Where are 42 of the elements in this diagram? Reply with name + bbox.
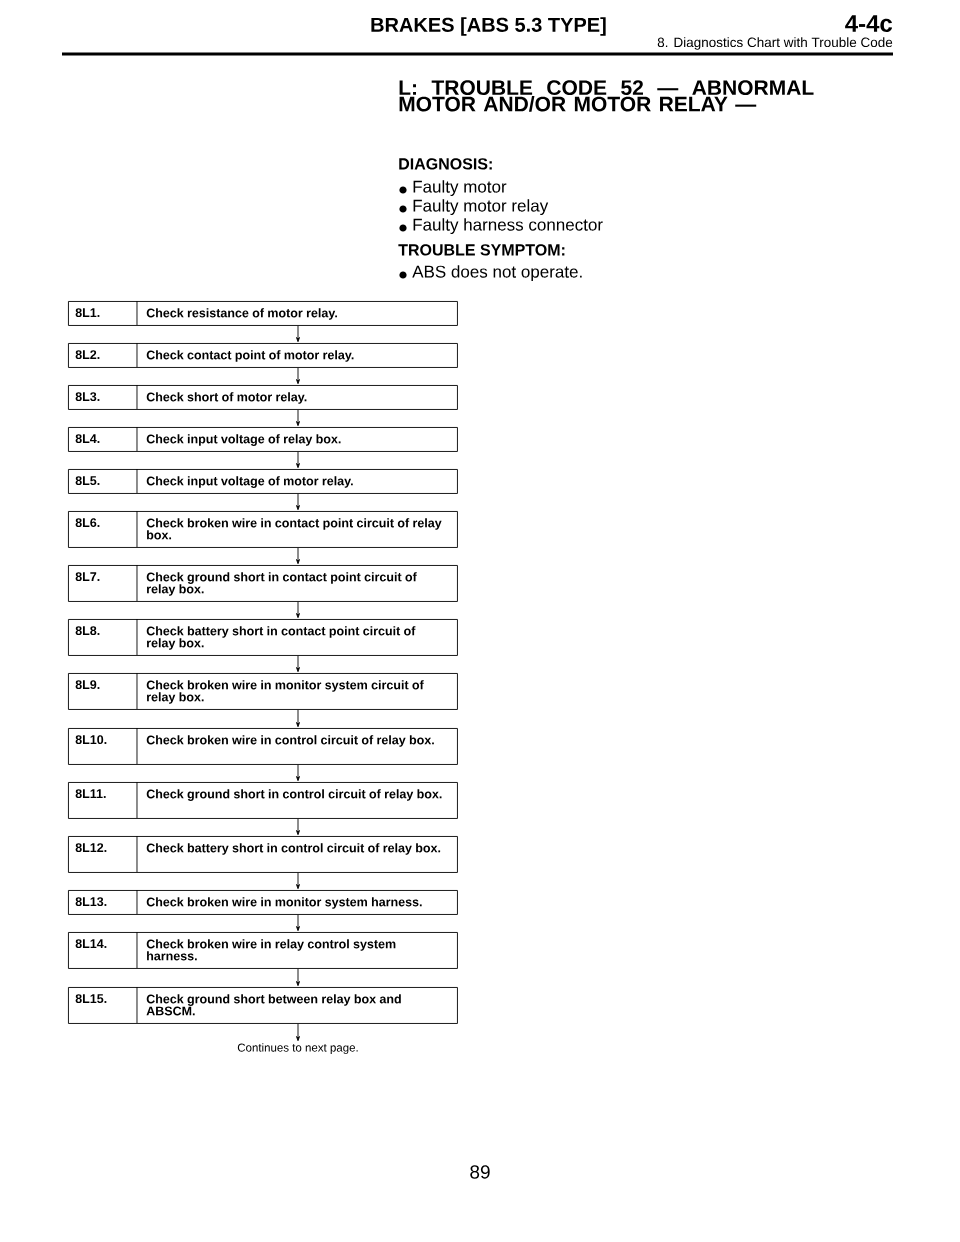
step-box: 8L11. Check ground short in control circuit of relay box. <box>68 781 458 819</box>
arrow <box>296 325 300 343</box>
arrow <box>296 914 300 932</box>
arrow <box>296 1023 300 1042</box>
bullet-item: Faulty motor relay <box>399 199 549 216</box>
header-text: 8. Diagnostics Chart with Trouble Code <box>657 37 893 50</box>
arrow <box>296 547 300 565</box>
arrow <box>296 409 300 427</box>
step-box: 8L9. Check broken wire in monitor system circuit of relay box. <box>68 672 458 710</box>
arrow <box>296 968 300 987</box>
step-box: 8L5. Check input voltage of motor relay. <box>68 468 458 494</box>
page-number: 89 <box>470 1165 490 1179</box>
step-box: 8L6. Check broken wire in contact point circuit of relay box. <box>68 510 458 548</box>
step-box: 8L4. Check input voltage of relay box. <box>68 426 458 452</box>
arrow <box>296 872 300 890</box>
note-text: Continues to next page. <box>237 1043 358 1054</box>
header-text: 4-4c <box>845 15 893 32</box>
step-box: 8L14. Check broken wire in relay control system harness. <box>68 931 458 969</box>
step-box: 8L1. Check resistance of motor relay. <box>68 300 458 326</box>
title: L: TROUBLE CODE 52 — ABNORMAL MOTOR AND/OR MOTOR RELAY — <box>399 80 814 112</box>
section-heading: DIAGNOSIS: <box>399 158 492 170</box>
arrow <box>296 655 300 673</box>
arrow <box>296 367 300 385</box>
step-box: 8L12. Check battery short in control circuit of relay box. <box>68 835 458 873</box>
step-box: 8L15. Check ground short between relay box and ABSCM. <box>68 986 458 1024</box>
arrow <box>296 764 300 782</box>
arrow <box>296 451 300 469</box>
bullet-item: Faulty motor <box>399 180 507 197</box>
section-heading: TROUBLE SYMPTOM: <box>398 244 565 256</box>
arrow <box>296 493 300 511</box>
step-box: 8L3. Check short of motor relay. <box>68 384 458 410</box>
arrow <box>296 601 300 619</box>
step-box: 8L7. Check ground short in contact point circuit of relay box. <box>68 564 458 602</box>
bullet-item: Faulty harness connector <box>399 218 603 235</box>
step-box: 8L13. Check broken wire in monitor system harness. <box>68 889 458 915</box>
arrow <box>296 709 300 728</box>
bullet-item: ABS does not operate. <box>399 265 582 282</box>
step-box: 8L2. Check contact point of motor relay. <box>68 342 458 368</box>
arrow <box>296 818 300 836</box>
step-box: 8L10. Check broken wire in control circuit of relay box. <box>68 727 458 765</box>
header-text: BRAKES [ABS 5.3 TYPE] <box>371 17 606 36</box>
step-box: 8L8. Check battery short in contact point circuit of relay box. <box>68 618 458 656</box>
